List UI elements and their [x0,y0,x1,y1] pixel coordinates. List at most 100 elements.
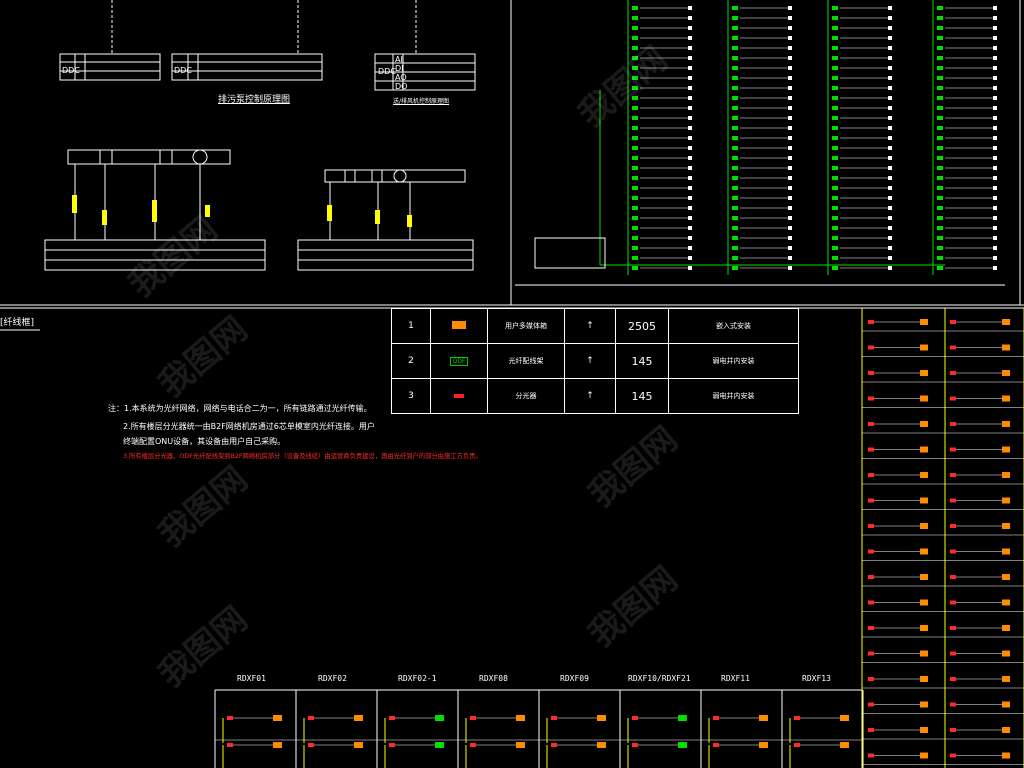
splitter-mark [950,396,956,401]
media-box-mark [1002,497,1010,504]
riser-terminal-mark [993,156,997,160]
riser-terminal-mark [788,106,792,110]
media-box-mark [1002,446,1010,453]
riser-label-rdxf08: RDXF08 [479,674,508,683]
symbol-cell [430,378,488,414]
splitter-mark [950,524,956,528]
riser-label-rdxf13: RDXF13 [802,674,831,683]
media-box-mark [354,742,363,748]
splitter-mark [950,728,956,732]
media-box-mark [354,715,363,721]
riser-terminal-mark [788,116,792,120]
riser-device-mark [632,176,638,180]
media-box-mark [273,742,282,748]
riser-device-mark [937,266,943,270]
ddc-io-do: DO [395,82,408,91]
duct-diagram-2-yellow [327,205,412,227]
splitter-mark [950,600,956,605]
riser-device-mark [937,226,943,230]
riser-device-mark [937,36,943,40]
riser-device-mark [732,266,738,270]
riser-terminal-mark [788,266,792,270]
riser-terminal-mark [993,186,997,190]
riser-terminal-mark [993,36,997,40]
riser-device-mark [632,106,638,110]
riser-label-rdxf02: RDXF02 [318,674,347,683]
riser-device-mark [937,256,943,260]
riser-terminal-mark [688,96,692,100]
riser-terminal-mark [688,26,692,30]
riser-terminal-mark [688,46,692,50]
media-box-mark [1002,319,1010,325]
media-box-mark [920,421,928,427]
riser-terminal-mark [788,156,792,160]
splitter-mark [950,651,956,656]
riser-terminal-mark [993,136,997,140]
riser-device-mark [832,106,838,110]
ddc-label-3: DDC [378,67,396,76]
riser-device-mark [937,176,943,180]
duct-diagram-1-yellow [72,195,210,225]
riser-terminal-mark [888,176,892,180]
device-name: 分光器 [487,378,565,414]
riser-terminal-mark [993,86,997,90]
riser-device-mark [832,56,838,60]
splitter-mark [308,743,314,747]
riser-device-mark [732,226,738,230]
ddc-io-ai: AI [395,55,403,64]
riser-terminal-mark [993,176,997,180]
riser-device-mark [937,86,943,90]
splitter-mark [868,549,874,554]
riser-terminal-mark [788,166,792,170]
riser-device-mark [732,206,738,210]
splitter-mark [308,716,314,720]
riser-device-mark [937,156,943,160]
riser-device-mark [632,56,638,60]
riser-device-mark [937,96,943,100]
splitter-mark [389,743,395,747]
splitter-mark [950,473,956,477]
splitter-mark [868,524,874,528]
splitter-mark [868,677,874,681]
media-box-symbol [452,320,466,329]
riser-device-mark [832,86,838,90]
riser-device-mark [732,146,738,150]
splitter-mark [227,743,233,747]
riser-device-mark [632,226,638,230]
splitter-symbol [454,394,464,398]
ddc-label-1: DDC [62,66,80,75]
media-box-mark [1002,523,1010,529]
riser-device-mark [632,96,638,100]
splitter-mark [950,575,956,579]
media-box-mark [920,574,928,580]
row-no: 1 [391,308,431,344]
riser-device-mark [632,206,638,210]
riser-terminal-mark [993,116,997,120]
riser-device-mark [832,26,838,30]
riser-terminal-mark [888,136,892,140]
splitter-mark [868,702,874,707]
riser-terminal-mark [688,146,692,150]
riser-terminal-mark [688,216,692,220]
riser-device-mark [732,106,738,110]
splitter-mark [551,716,557,720]
media-box-mark [435,742,444,748]
media-box-mark [1002,344,1010,351]
riser-terminal-mark [888,146,892,150]
media-box-mark [920,752,928,759]
riser-device-mark [937,166,943,170]
figure-title-1: 排污泵控制原理图 [218,95,291,105]
media-box-mark [597,742,606,748]
riser-terminal-mark [888,206,892,210]
riser-device-mark [832,126,838,130]
riser-device-mark [632,66,638,70]
riser-terminal-mark [888,196,892,200]
symbol-cell [430,308,488,344]
riser-terminal-mark [788,86,792,90]
splitter-mark [950,345,956,350]
riser-device-mark [937,206,943,210]
riser-device-mark [832,266,838,270]
riser-device-mark [632,36,638,40]
device-remark: 弱电井内安装 [668,343,799,379]
riser-terminal-mark [888,156,892,160]
